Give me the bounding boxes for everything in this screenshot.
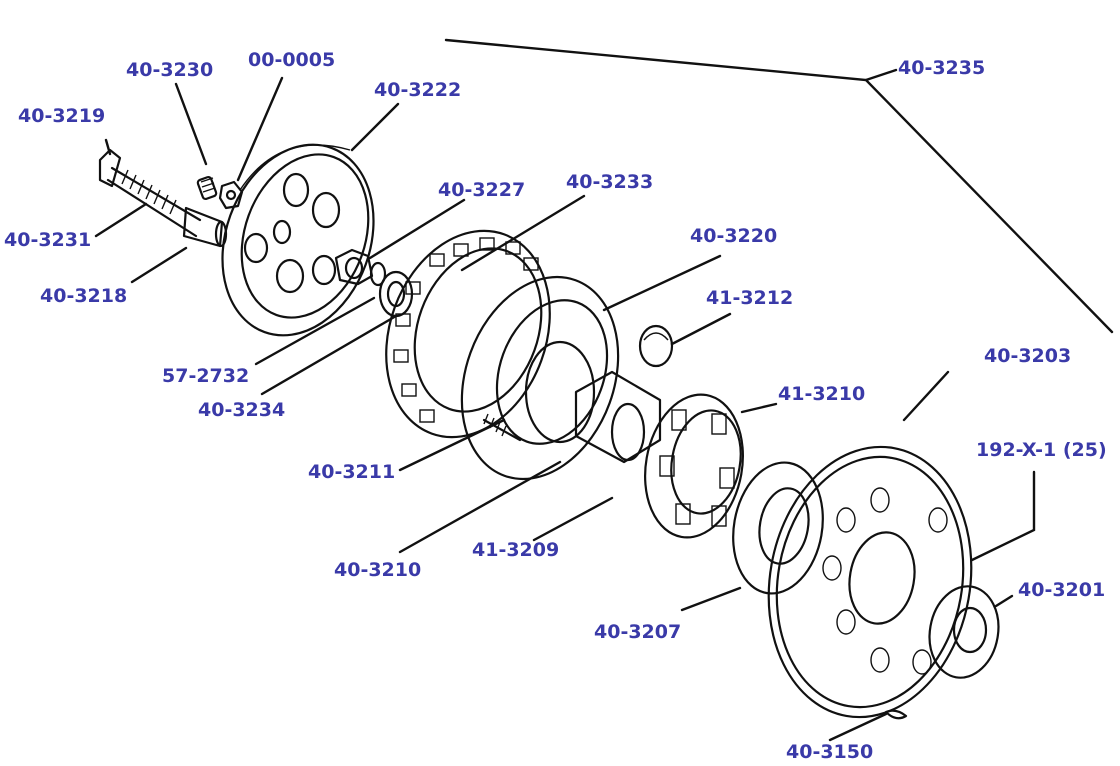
adjuster-screw-assembly xyxy=(98,148,228,248)
label-40-3207: 40-3207 xyxy=(594,621,681,643)
pressure-plate xyxy=(221,143,375,337)
key xyxy=(884,709,908,720)
steel-plate xyxy=(460,275,620,481)
clutch-center xyxy=(644,393,744,539)
label-40-3227: 40-3227 xyxy=(438,179,525,201)
label-57-2732: 57-2732 xyxy=(162,365,249,387)
label-41-3212: 41-3212 xyxy=(706,287,793,309)
label-41-3210: 41-3210 xyxy=(778,383,865,405)
sprocket xyxy=(928,585,1000,679)
label-40-3235: 40-3235 xyxy=(898,57,985,79)
label-40-3230: 40-3230 xyxy=(126,59,213,81)
label-40-3218: 40-3218 xyxy=(40,285,127,307)
spacer-plate xyxy=(732,461,824,595)
label-40-3203: 40-3203 xyxy=(984,345,1071,367)
label-40-3234: 40-3234 xyxy=(198,399,285,421)
chain-wheel xyxy=(767,445,973,719)
label-40-3219: 40-3219 xyxy=(18,105,105,127)
leader-lines xyxy=(94,38,1114,742)
label-40-3201: 40-3201 xyxy=(1018,579,1105,601)
part-labels: 40-3235 40-3230 00-0005 40-3222 40-3219 … xyxy=(4,49,1107,763)
label-00-0005: 00-0005 xyxy=(248,49,335,71)
label-40-3150: 40-3150 xyxy=(786,741,873,763)
label-40-3231: 40-3231 xyxy=(4,229,91,251)
small-screw-and-nut xyxy=(196,175,244,210)
friction-plate xyxy=(385,229,551,439)
label-40-3220: 40-3220 xyxy=(690,225,777,247)
label-192-x-1: 192-X-1 (25) xyxy=(976,439,1107,461)
label-41-3209: 41-3209 xyxy=(472,539,559,561)
label-40-3222: 40-3222 xyxy=(374,79,461,101)
label-40-3210: 40-3210 xyxy=(334,559,421,581)
label-40-3211: 40-3211 xyxy=(308,461,395,483)
label-40-3233: 40-3233 xyxy=(566,171,653,193)
cap xyxy=(638,324,674,368)
clutch-hub xyxy=(482,340,662,464)
